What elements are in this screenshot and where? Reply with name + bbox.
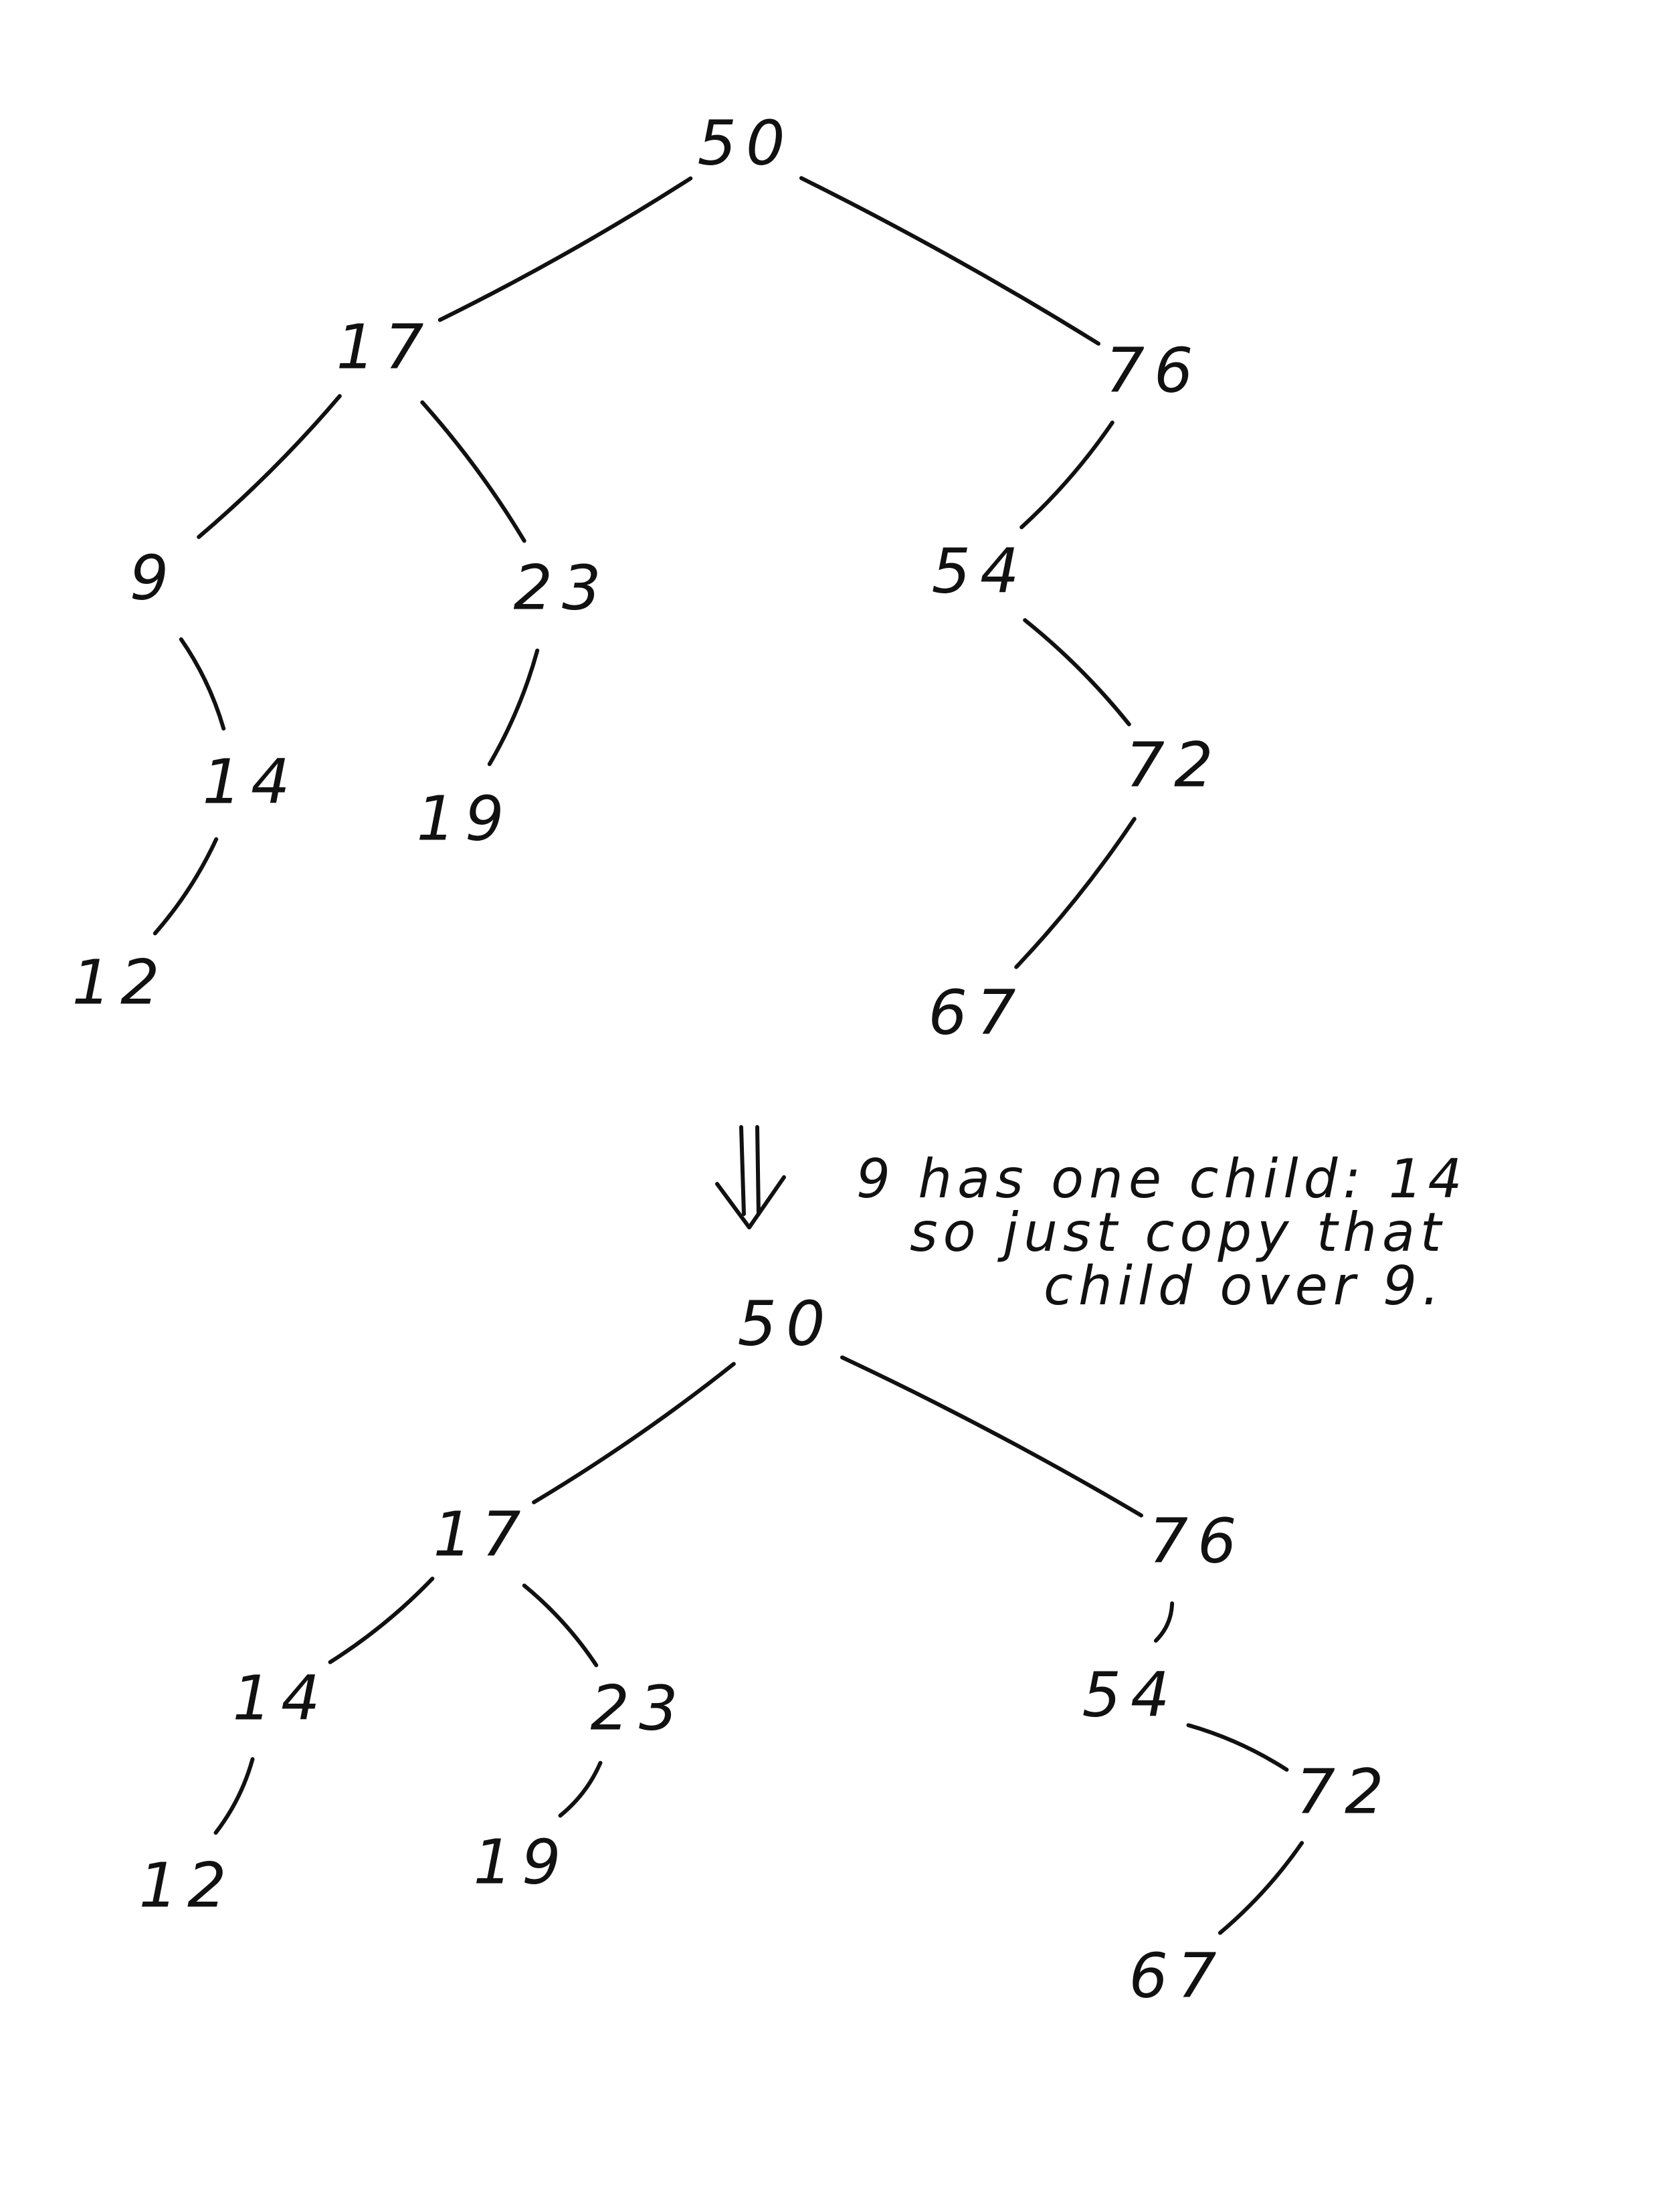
after-edge-n54-n72 xyxy=(1186,1723,1289,1772)
note-line-3: child over 9. xyxy=(1044,1255,1445,1317)
after-node-50: 50 xyxy=(737,1288,834,1359)
before-edge-n17-n9 xyxy=(197,394,342,539)
transition-arrow-icon xyxy=(715,1125,786,1229)
before-node-12: 12 xyxy=(72,946,169,1018)
after-edge-n76-n54 xyxy=(1153,1601,1175,1643)
after-edge-n72-n67 xyxy=(1217,1841,1304,1935)
explanation-note: 9 has one child: 14 so just copy that ch… xyxy=(856,1148,1468,1317)
after-tree-nodes: 50 17 76 14 23 54 12 19 72 67 xyxy=(138,1288,1393,2011)
before-node-23: 23 xyxy=(513,552,610,623)
before-edge-n23-n19 xyxy=(487,648,540,767)
after-edge-n17-n23 xyxy=(522,1583,599,1668)
after-node-76: 76 xyxy=(1149,1505,1246,1577)
after-node-14: 14 xyxy=(232,1662,329,1734)
after-edge-root-n76 xyxy=(840,1355,1144,1518)
before-edge-root-n76 xyxy=(799,176,1101,346)
before-tree-nodes: 50 17 76 9 23 54 14 19 72 12 67 xyxy=(72,107,1222,1048)
after-node-19: 19 xyxy=(473,1826,570,1898)
after-node-17: 17 xyxy=(433,1498,530,1570)
before-edge-n54-n72 xyxy=(1023,618,1131,726)
note-line-2: so just copy that xyxy=(910,1201,1446,1264)
before-edge-n17-n23 xyxy=(420,400,526,543)
before-node-50: 50 xyxy=(697,107,794,179)
before-edge-n9-n14 xyxy=(179,637,226,731)
after-node-12: 12 xyxy=(138,1849,235,1921)
before-node-17: 17 xyxy=(336,311,433,383)
before-edge-n72-n67 xyxy=(1014,817,1137,969)
before-node-67: 67 xyxy=(928,977,1025,1048)
before-edge-n14-n12 xyxy=(153,837,219,936)
after-node-67: 67 xyxy=(1129,1940,1226,2011)
after-edge-n17-n14 xyxy=(328,1577,435,1664)
after-node-72: 72 xyxy=(1296,1756,1393,1827)
after-node-54: 54 xyxy=(1082,1659,1179,1730)
after-edge-root-n17 xyxy=(532,1362,736,1504)
after-edge-n23-n19 xyxy=(558,1761,603,1818)
note-line-1: 9 has one child: 14 xyxy=(856,1148,1468,1210)
after-edge-n14-n12 xyxy=(213,1756,255,1835)
before-node-54: 54 xyxy=(931,535,1028,607)
before-node-14: 14 xyxy=(202,746,299,817)
before-edge-n76-n54 xyxy=(1019,420,1114,530)
before-node-19: 19 xyxy=(416,783,513,854)
before-node-9: 9 xyxy=(130,542,179,613)
after-node-23: 23 xyxy=(590,1672,687,1744)
before-tree-edges xyxy=(153,176,1137,969)
before-edge-root-n17 xyxy=(437,176,693,322)
after-tree-edges xyxy=(213,1355,1304,1935)
before-node-72: 72 xyxy=(1125,729,1222,801)
before-node-76: 76 xyxy=(1105,334,1202,406)
